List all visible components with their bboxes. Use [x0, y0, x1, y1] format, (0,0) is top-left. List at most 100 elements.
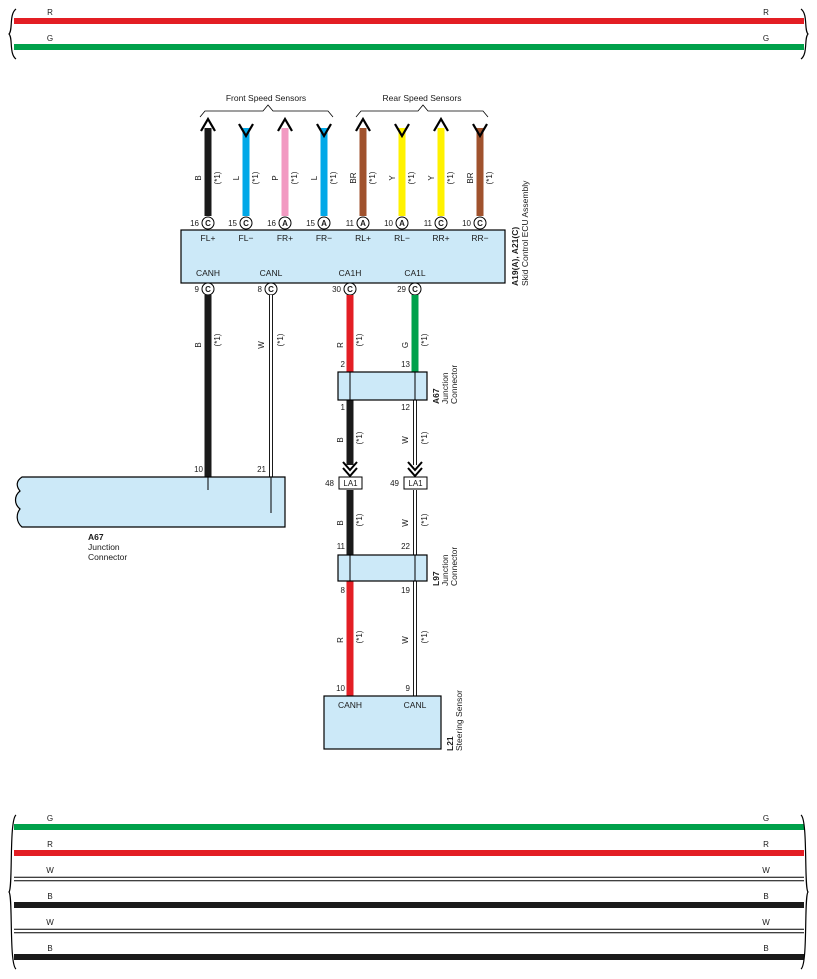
pin-number: 16	[267, 219, 276, 228]
l97-box	[337, 554, 428, 582]
arrow-down-icon	[238, 123, 254, 139]
bottom-bus-wire-left-label: W	[46, 866, 54, 875]
sensor-wire-color: L	[232, 175, 241, 180]
l21-sig-l: CANL	[404, 700, 427, 710]
l97-junction: 11 22 8 19 L97 Junction Connector	[337, 542, 459, 595]
la1-pin-l: 49	[390, 479, 399, 488]
top-bus-wire-right-label: G	[763, 34, 769, 43]
ca1l-wire-note: (*1)	[420, 333, 429, 346]
pin-signal-name: RR+	[432, 233, 449, 243]
l97-name1: Junction	[440, 554, 450, 586]
ca1h-wire-color: R	[336, 342, 345, 348]
l21-box	[323, 695, 442, 750]
pin-connector-circle	[201, 216, 215, 230]
l21-pin-l: 9	[406, 684, 411, 693]
sensor-wire-note: (*1)	[407, 171, 416, 184]
sensor-wire-FL−: L(*1)	[232, 123, 260, 216]
a67-large-box	[14, 476, 286, 528]
l97-code: L97	[431, 571, 441, 586]
top-bus-wire-right-label: R	[763, 8, 769, 17]
a67-out-h-wire-color: B	[336, 437, 345, 442]
arrow-down-icon	[394, 123, 410, 139]
a67-out-l-wire-note: (*1)	[420, 431, 429, 444]
ecu-name: Skid Control ECU Assembly	[520, 180, 530, 286]
bottom-bus-wire-right-label: B	[763, 892, 768, 901]
sensor-wires: B(*1)L(*1)P(*1)L(*1)BR(*1)Y(*1)Y(*1)BR(*…	[194, 116, 494, 216]
front-sensors-bracket: Front Speed Sensors	[199, 93, 334, 118]
l97-pin-in-h: 11	[337, 542, 346, 551]
sensor-wire-FR−: L(*1)	[310, 123, 338, 216]
sensor-wire-RL+: BR(*1)	[349, 116, 377, 216]
pin-connector-circle	[356, 216, 370, 230]
pin-connector-circle	[239, 216, 253, 230]
arrow-down-icon	[316, 123, 332, 139]
ca1l-wire-color: G	[401, 342, 410, 348]
ecu-title: A19(A), A21(C) Skid Control ECU Assembly	[510, 180, 530, 286]
pin-connector-circle	[278, 216, 292, 230]
la1-out-l-wire-note: (*1)	[420, 513, 429, 526]
sensor-wire-color: L	[310, 175, 319, 180]
l97-out-h-wire-note: (*1)	[355, 630, 364, 643]
pin-connector-circle	[317, 216, 331, 230]
a67-large-name1: Junction	[88, 542, 120, 552]
a67-large-name2: Connector	[88, 552, 127, 562]
pin-connector-letter: A	[360, 219, 366, 228]
bottom-bus-wire-left-label: B	[47, 892, 52, 901]
arrow-up-icon	[277, 116, 293, 132]
bottom-bus-wire-right-label: B	[763, 944, 768, 953]
pin-signal-name: RL+	[355, 233, 371, 243]
sensor-wire-color: Y	[388, 175, 397, 181]
pin-signal-name: CA1L	[404, 268, 426, 278]
pin-signal-name: FL+	[201, 233, 216, 243]
a67-large-pin-h: 10	[194, 465, 203, 474]
pin-signal-name: CANH	[196, 268, 220, 278]
la1-box-l	[403, 476, 428, 490]
pin-connector-letter: C	[412, 285, 418, 294]
sensor-wire-note: (*1)	[485, 171, 494, 184]
sensor-wire-note: (*1)	[290, 171, 299, 184]
ca1h-wire-note: (*1)	[355, 333, 364, 346]
pin-connector-letter: C	[205, 219, 211, 228]
pin-signal-name: RR−	[471, 233, 488, 243]
bottom-bus-wire-right-label: R	[763, 840, 769, 849]
bottom-bus-wire-right-label: W	[762, 866, 770, 875]
sensor-wire-RR+: Y (*1)	[427, 116, 455, 216]
a67-small-pin-in-l: 13	[401, 360, 410, 369]
l21-code: L21	[445, 736, 455, 751]
sensor-wire-note: (*1)	[213, 171, 222, 184]
pin-connector-letter: C	[268, 285, 274, 294]
sensor-wire-color: P	[271, 175, 280, 180]
rear-sensors-label: Rear Speed Sensors	[383, 93, 462, 103]
sensor-wire-color: BR	[466, 172, 475, 183]
a67-small-code: A67	[431, 388, 441, 404]
l97-pin-out-l: 19	[401, 586, 410, 595]
sensor-wire-note: (*1)	[446, 171, 455, 184]
top-bus-right-brace	[800, 8, 809, 60]
sensor-wire-note: (*1)	[368, 171, 377, 184]
rear-sensors-bracket: Rear Speed Sensors	[355, 93, 489, 118]
arrow-up-icon	[433, 116, 449, 132]
pin-number: 9	[195, 285, 200, 294]
pin-signal-name: CANL	[260, 268, 283, 278]
a67-out-l-wire-color: W	[401, 436, 410, 444]
a67-small-junction: 2 13 1 12 A67 Junction Connector	[337, 360, 459, 412]
pin-connector-letter: C	[477, 219, 483, 228]
a67-small-name2: Connector	[449, 365, 459, 404]
canl-wire-note: (*1)	[276, 333, 285, 346]
l97-pin-in-l: 22	[401, 542, 410, 551]
top-bus-left-brace	[8, 8, 17, 60]
bottom-bus-wire-left-label: G	[47, 814, 53, 823]
sensor-wire-color: Y	[427, 175, 436, 181]
